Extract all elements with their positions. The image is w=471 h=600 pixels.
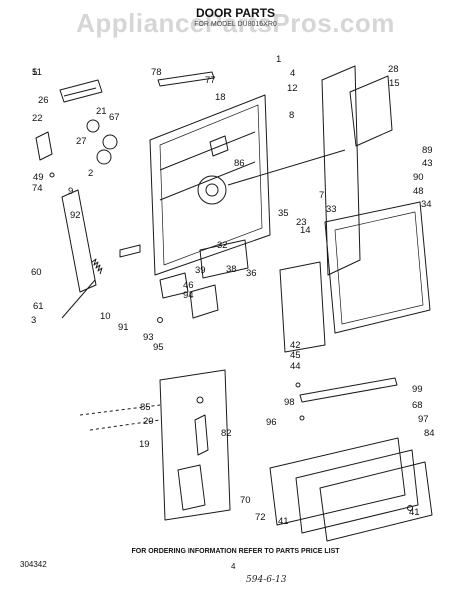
callout-60: 60 [31, 267, 42, 278]
part-27-screw [49, 172, 55, 178]
callout-98: 98 [284, 397, 295, 408]
part-26-bracket [35, 131, 53, 161]
callout-11: 11 [32, 67, 42, 78]
callout-85: 85 [140, 402, 151, 413]
callout-39: 39 [195, 265, 206, 276]
callout-89: 89 [422, 145, 433, 156]
callout-93: 93 [143, 332, 154, 343]
callout-12: 12 [287, 83, 298, 94]
callout-3: 3 [31, 315, 36, 326]
document-number: 304342 [20, 560, 47, 569]
callout-7: 7 [319, 190, 324, 201]
callout-27: 27 [76, 136, 87, 147]
part-98-trim [299, 377, 398, 403]
callout-46: 46 [183, 280, 194, 291]
part-67-gear [96, 149, 112, 165]
callout-20: 20 [143, 416, 154, 427]
part-68-kickplate [295, 449, 419, 534]
callout-61: 61 [33, 301, 44, 312]
page-number: 4 [231, 562, 236, 571]
callout-9: 9 [68, 186, 73, 197]
callout-99: 99 [412, 384, 423, 395]
callout-68: 68 [412, 400, 423, 411]
callout-96: 96 [266, 417, 277, 428]
callout-4: 4 [290, 68, 295, 79]
callout-18: 18 [215, 92, 226, 103]
callout-undefined: 41 [409, 507, 420, 518]
part-48-outer-panel [324, 201, 431, 334]
part-96-kickplate [269, 437, 406, 526]
part-22-gear [86, 119, 100, 133]
part-10-strip [157, 71, 215, 87]
part-49-side-strip [61, 189, 97, 293]
part-14-hinge [349, 75, 393, 147]
callout-23: 23 [296, 217, 307, 228]
callout-15: 15 [389, 78, 400, 89]
part-61-arm [61, 279, 96, 319]
callout-33: 33 [326, 204, 337, 215]
callout-95: 95 [153, 342, 164, 353]
callout-48: 48 [413, 186, 424, 197]
part-91-screw [157, 317, 163, 323]
part-12-frame [321, 65, 361, 276]
callout-28: 28 [388, 64, 399, 75]
callout-34: 34 [421, 199, 432, 210]
callout-43: 43 [422, 158, 433, 169]
part-99-screw [299, 415, 305, 421]
callout-90: 90 [413, 172, 424, 183]
callout-86: 86 [234, 158, 245, 169]
callout-41: 41 [278, 516, 289, 527]
part-11-vent [59, 79, 103, 103]
callout-38: 38 [226, 264, 237, 275]
callout-14: 14 [300, 225, 311, 236]
callout-97: 97 [418, 414, 429, 425]
part-41-screw [407, 505, 413, 511]
model-number: FOR MODEL DU8016XR0 [194, 21, 277, 28]
callout-67: 67 [109, 112, 120, 123]
handwritten-note: 594-6-13 [246, 575, 287, 585]
callout-94: 94 [183, 290, 194, 301]
callout-84: 84 [424, 428, 435, 439]
inner-door-panel [149, 94, 271, 276]
part-32-latch [199, 239, 249, 279]
callout-78: 78 [151, 67, 162, 78]
part-97-kickplate [319, 461, 433, 542]
callout-32: 32 [217, 240, 228, 251]
callout-19: 19 [139, 439, 150, 450]
ordering-note: FOR ORDERING INFORMATION REFER TO PARTS … [131, 548, 340, 555]
callout-44: 44 [290, 361, 301, 372]
callout-45: 45 [290, 350, 301, 361]
diagram-title: DOOR PARTS [195, 6, 276, 20]
part-90-panel-trim [334, 211, 424, 325]
callout-70: 70 [240, 495, 251, 506]
callout-5: 5 [32, 67, 37, 78]
callout-10: 10 [100, 311, 111, 322]
callout-21: 21 [96, 106, 107, 117]
callout-1: 1 [276, 54, 281, 65]
part-44-screw [295, 382, 301, 388]
callout-42: 42 [290, 340, 301, 351]
part-3-strip [119, 244, 141, 258]
callout-91: 91 [118, 322, 129, 333]
callout-74: 74 [32, 183, 43, 194]
callout-36: 36 [246, 268, 257, 279]
part-19-switch-box [159, 369, 231, 521]
part-23-insulation [279, 261, 326, 353]
callout-82: 82 [221, 428, 232, 439]
callout-92: 92 [70, 210, 81, 221]
callout-22: 22 [32, 113, 43, 124]
callout-77: 77 [205, 75, 216, 86]
callout-26: 26 [38, 95, 49, 106]
callout-49: 49 [33, 172, 44, 183]
callout-35: 35 [278, 208, 289, 219]
callout-8: 8 [289, 110, 294, 121]
part-86-rod [227, 149, 346, 186]
part-60-spring [91, 258, 103, 275]
callout-2: 2 [88, 168, 93, 179]
callout-72: 72 [255, 512, 266, 523]
